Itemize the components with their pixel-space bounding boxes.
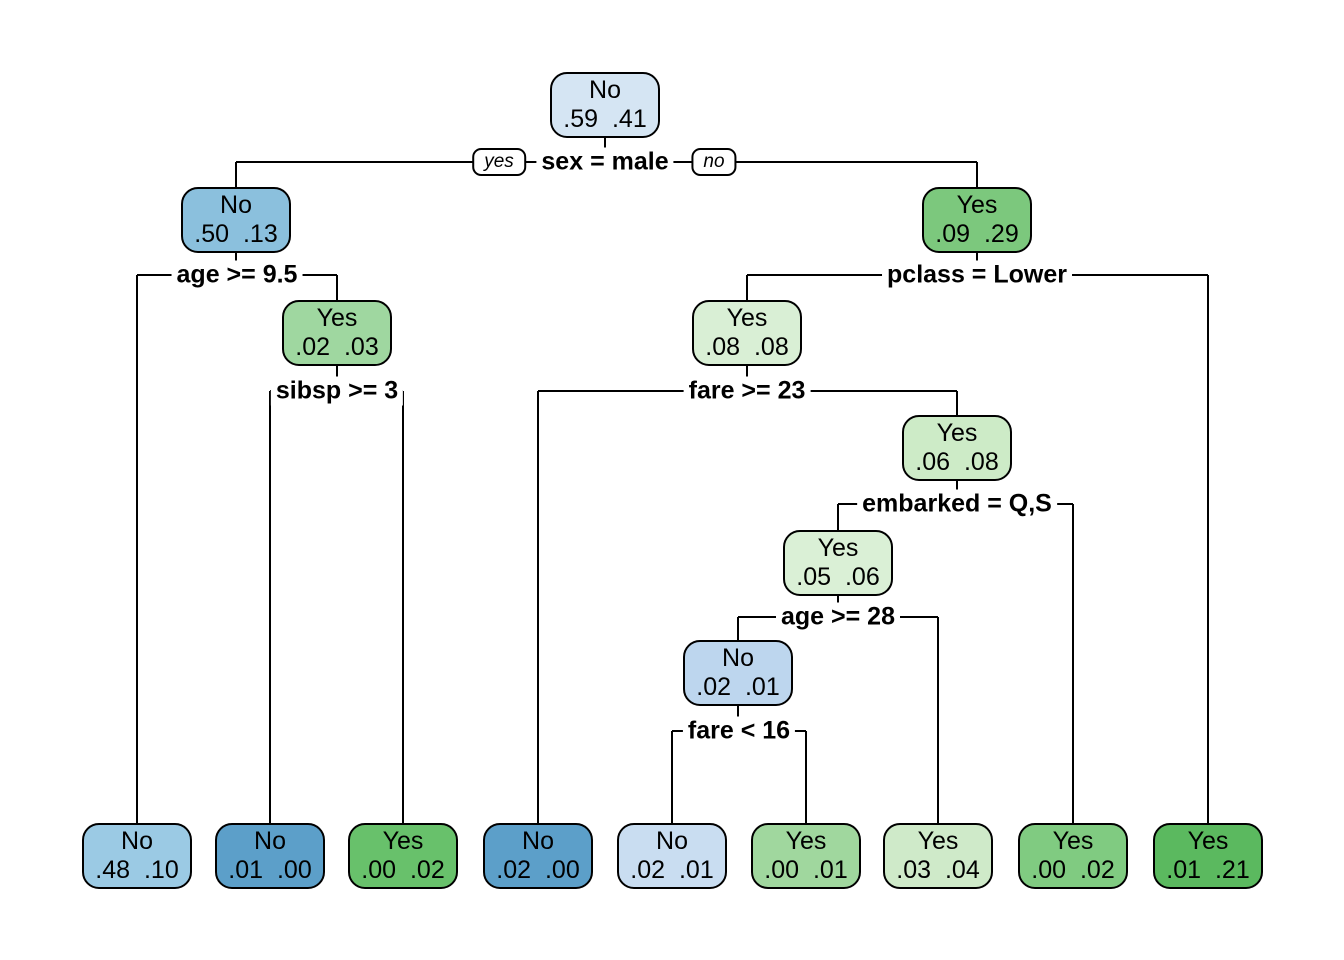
node-probability-values: .00 .02 [361,856,445,884]
node-probability-values: .00 .02 [1031,856,1115,884]
node-probability-values: .03 .04 [896,856,980,884]
node-class-label: Yes [956,191,998,219]
node-probability-values: .02 .01 [630,856,714,884]
branch-line [1072,504,1074,824]
split-condition-label: pclass = Lower [882,260,1072,290]
branch-line [235,162,237,188]
node-class-label: Yes [1052,827,1094,855]
node-class-label: Yes [785,827,827,855]
tree-node: Yes.03 .04 [883,823,993,889]
node-probability-values: .09 .29 [935,220,1019,248]
branch-line [837,504,839,531]
tree-node: Yes.00 .02 [1018,823,1128,889]
branch-line [671,731,673,824]
tree-node: No.02 .01 [617,823,727,889]
node-class-label: No [220,191,252,219]
tree-node: No.01 .00 [215,823,325,889]
branch-line [805,731,807,824]
node-class-label: No [121,827,153,855]
branch-line [537,391,539,824]
branch-line [956,391,958,416]
tree-node: No.59 .41 [550,72,660,138]
tree-node: No.48 .10 [82,823,192,889]
node-class-label: No [254,827,286,855]
branch-line [746,275,748,301]
split-condition-label: fare < 16 [682,716,796,746]
split-condition-label: sex = male [536,147,674,177]
tree-node: Yes.05 .06 [783,530,893,596]
split-condition-label: age >= 28 [776,602,900,632]
branch-line [976,162,978,188]
tree-node: No.02 .01 [683,640,793,706]
node-probability-values: .06 .08 [915,448,999,476]
split-condition-label: sibsp >= 3 [270,376,404,406]
split-condition-label: embarked = Q,S [857,489,1057,519]
branch-badge-yes: yes [472,148,526,176]
node-class-label: No [522,827,554,855]
branch-line [269,391,271,824]
split-condition-label: age >= 9.5 [171,260,303,290]
node-class-label: Yes [726,304,768,332]
node-class-label: Yes [1187,827,1229,855]
branch-line [1207,275,1209,824]
branch-line [937,617,939,824]
tree-node: Yes.00 .02 [348,823,458,889]
node-probability-values: .59 .41 [563,105,647,133]
node-class-label: Yes [316,304,358,332]
node-probability-values: .01 .21 [1166,856,1250,884]
branch-badge-no: no [691,148,737,176]
node-class-label: Yes [936,419,978,447]
node-probability-values: .02 .00 [496,856,580,884]
node-class-label: No [722,644,754,672]
tree-node: Yes.09 .29 [922,187,1032,253]
branch-line [737,617,739,641]
node-probability-values: .02 .03 [295,333,379,361]
branch-line [336,275,338,301]
tree-node: Yes.00 .01 [751,823,861,889]
node-probability-values: .48 .10 [95,856,179,884]
node-class-label: No [589,76,621,104]
node-probability-values: .01 .00 [228,856,312,884]
node-class-label: Yes [382,827,424,855]
branch-line [402,391,404,824]
branch-line [136,275,138,824]
node-probability-values: .50 .13 [194,220,278,248]
tree-node: Yes.01 .21 [1153,823,1263,889]
tree-node: No.02 .00 [483,823,593,889]
node-class-label: Yes [817,534,859,562]
node-probability-values: .08 .08 [705,333,789,361]
tree-node: Yes.08 .08 [692,300,802,366]
tree-node: No.50 .13 [181,187,291,253]
node-probability-values: .05 .06 [796,563,880,591]
node-probability-values: .00 .01 [764,856,848,884]
node-class-label: No [656,827,688,855]
tree-node: Yes.06 .08 [902,415,1012,481]
split-condition-label: fare >= 23 [683,376,811,406]
tree-node: Yes.02 .03 [282,300,392,366]
node-probability-values: .02 .01 [696,673,780,701]
node-class-label: Yes [917,827,959,855]
